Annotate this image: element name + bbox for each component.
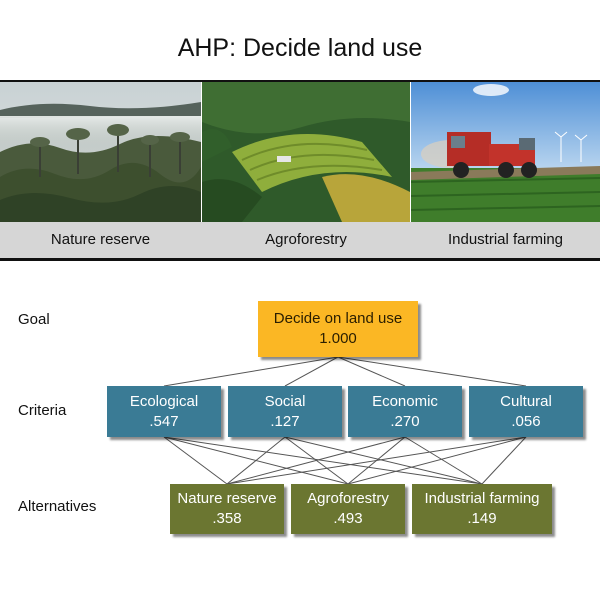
nature-reserve-photo [0,82,201,222]
alternative-name: Agroforestry [307,490,389,507]
agroforestry-photo [202,82,410,222]
link-goal-social [284,356,339,387]
link-social-industrial [284,436,483,485]
level-label-alternatives: Alternatives [18,498,97,515]
criterion-weight: .547 [149,412,179,430]
caption-agroforestry: Agroforestry [265,231,347,248]
alternative-name: Industrial farming [424,490,540,507]
criterion-ecological: Ecological .547 [107,386,221,437]
alternative-industrial-farming: Industrial farming .149 [412,484,552,534]
link-cultural-industrial [481,436,527,485]
goal-name: Decide on land use [273,310,403,327]
link-cultural-agro [347,436,527,485]
link-goal-cultural [337,356,527,387]
link-goal-ecological [163,356,339,387]
industrial-farming-photo [411,82,600,222]
goal-weight: 1.000 [319,330,357,347]
criterion-name: Social [264,392,306,410]
criterion-economic: Economic .270 [348,386,462,437]
link-goal-economic [337,356,406,387]
caption-nature-reserve: Nature reserve [50,231,151,248]
photo-strip [0,82,600,222]
alternative-agroforestry: Agroforestry .493 [291,484,405,534]
goal-node: Decide on land use 1.000 [258,301,418,357]
criterion-name: Economic [372,392,438,410]
link-economic-nature [226,436,406,485]
bottom-divider [0,258,600,261]
link-ecological-nature [163,436,228,485]
criterion-cultural: Cultural .056 [469,386,583,437]
alternative-weight: .358 [212,510,242,527]
alternative-nature-reserve: Nature reserve .358 [170,484,284,534]
level-label-criteria: Criteria [18,402,67,419]
criterion-weight: .056 [511,412,541,430]
level-label-goal: Goal [18,311,50,328]
criterion-social: Social .127 [228,386,342,437]
page-title: AHP: Decide land use [177,34,423,62]
criterion-weight: .270 [390,412,420,430]
criterion-name: Cultural [500,392,552,410]
caption-industrial-farming: Industrial farming [447,231,564,248]
top-divider [0,80,600,82]
link-economic-industrial [404,436,483,485]
alternative-weight: .149 [467,510,497,527]
link-cultural-nature [226,436,527,485]
link-social-nature [226,436,286,485]
criterion-name: Ecological [129,392,199,410]
criterion-weight: .127 [270,412,300,430]
alternative-name: Nature reserve [177,490,277,507]
alternative-weight: .493 [333,510,363,527]
caption-band: Nature reserve Agroforestry Industrial f… [0,222,600,258]
link-ecological-industrial [163,436,483,485]
